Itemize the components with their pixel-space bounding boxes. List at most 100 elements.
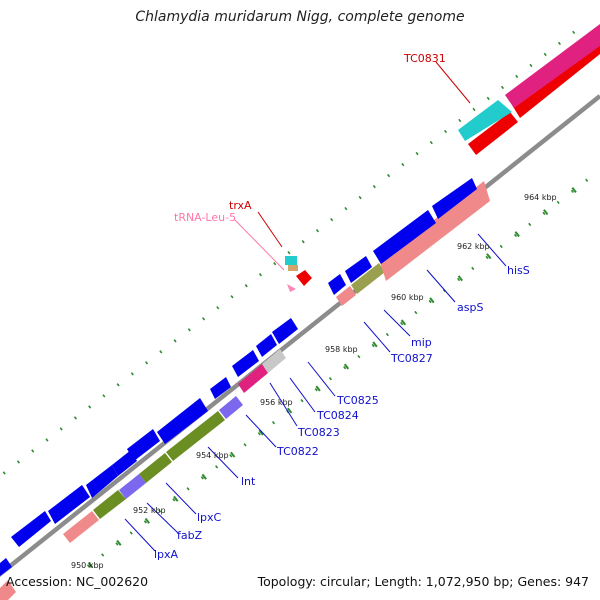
scale-tick [571,187,577,194]
leader-hiss [477,233,507,267]
scale-tick [271,421,276,425]
gene-bar-asps-cog [380,181,490,281]
scale-tick [343,365,347,370]
scale-tick [172,498,176,502]
scale-tick [258,273,263,277]
kbp-label-950: 950 kbp [71,561,104,570]
scale-tick [244,284,248,288]
leader-lnt [207,446,239,479]
cds-arrow-2 [48,485,90,524]
scale-tick [472,107,476,112]
scale-tick [414,310,418,315]
scale-tick [485,255,489,260]
scale-tick [585,178,589,183]
label-leaders [124,61,507,552]
leader-tc0831 [435,61,471,104]
scale-tick [358,195,362,200]
track-forward-features [285,24,600,292]
gene-bar-tc0822-cog [219,396,243,419]
gene-bar-lpxA-cog [63,511,99,543]
scale-tick [514,231,520,238]
scale-tick [314,387,318,392]
scale-tick [486,253,492,260]
gene-label-trna-leu-5: tRNA-Leu-5 [174,211,236,224]
scale-tick [371,343,375,348]
scale-tick [457,275,463,282]
gene-label-tc0823: TC0823 [297,426,340,439]
kbp-label-964: 964 kbp [524,193,557,202]
scale-tick [101,553,105,557]
scale-tick [542,211,546,216]
gene-bar-lnt-cog [166,411,225,461]
scale-tick [186,487,190,491]
gene-bar-lpxC-cog [119,474,146,499]
scale-tick [429,140,433,145]
trxa-square-teal [285,256,297,265]
leader-asps [426,269,456,303]
scale-tick [59,427,63,431]
gene-label-hiss: hisS [507,264,530,277]
cds-arrow-13 [373,210,436,264]
trxa-square-tan [288,265,298,271]
cds-arrow-7 [210,377,231,399]
gene-label-trxa: trxA [229,199,252,212]
scale-tick [73,416,77,420]
scale-tick [45,438,49,442]
trxa-arrow-red [296,270,312,286]
leader-lpxa [124,518,156,552]
scale-tick [173,495,179,502]
scale-tick [557,41,561,46]
kbp-label-954: 954 kbp [196,451,229,460]
leader-trxa [257,211,283,248]
scale-tick [572,30,576,35]
gene-bar-lpxC2-cog [139,453,172,483]
scale-tick [486,96,490,101]
leader-tc0822 [245,414,277,448]
scale-tick [400,319,407,326]
gene-label-fabz: fabZ [177,529,203,542]
gene-label-lpxa: lpxA [154,548,179,561]
scale-tick [130,372,134,376]
scale-tick [287,251,291,255]
scale-tick [31,449,35,453]
scale-tick [513,233,518,238]
scale-tick [86,564,91,568]
scale-tick [357,354,361,359]
tick-marks [2,30,589,568]
cds-arrow-10 [272,318,298,344]
cds-arrow-9 [256,334,277,357]
cds-arrow-3 [86,465,118,498]
gene-label-tc0825: TC0825 [336,394,379,407]
leader-tc0823 [269,382,298,427]
kbp-label-956: 956 kbp [260,398,293,407]
scale-tick [159,350,163,354]
cds-arrow-corner [0,558,12,576]
scale-tick [401,162,405,167]
scale-tick [115,542,119,546]
accession-text: Accession: NC_002620 [6,574,149,589]
scale-tick [500,85,505,90]
leader-fabz [146,502,179,534]
scale-tick [187,328,191,332]
kbp-label-960: 960 kbp [391,293,424,302]
scale-tick [201,317,206,321]
scale-tick [88,405,92,409]
scale-tick [216,306,220,310]
scale-tick [87,561,94,568]
scale-tick [287,407,293,414]
scale-tick [330,217,334,222]
map-title: Chlamydia muridarum Nigg, complete genom… [135,9,465,25]
gene-label-tc0831: TC0831 [403,52,446,65]
gene-label-tc0822: TC0822 [276,445,319,458]
scale-tick [372,341,378,348]
scale-tick [258,429,264,436]
leader-tc0824 [289,377,316,413]
gene-label-lpxc: lpxC [197,511,222,524]
scale-tick [201,473,207,480]
leader-tc0825 [307,361,336,397]
track-reverse-cog [0,36,600,600]
scale-tick [243,443,247,447]
genome-backbone-line [0,94,600,577]
cds-arrow-5 [127,429,160,461]
scale-tick [158,509,162,513]
